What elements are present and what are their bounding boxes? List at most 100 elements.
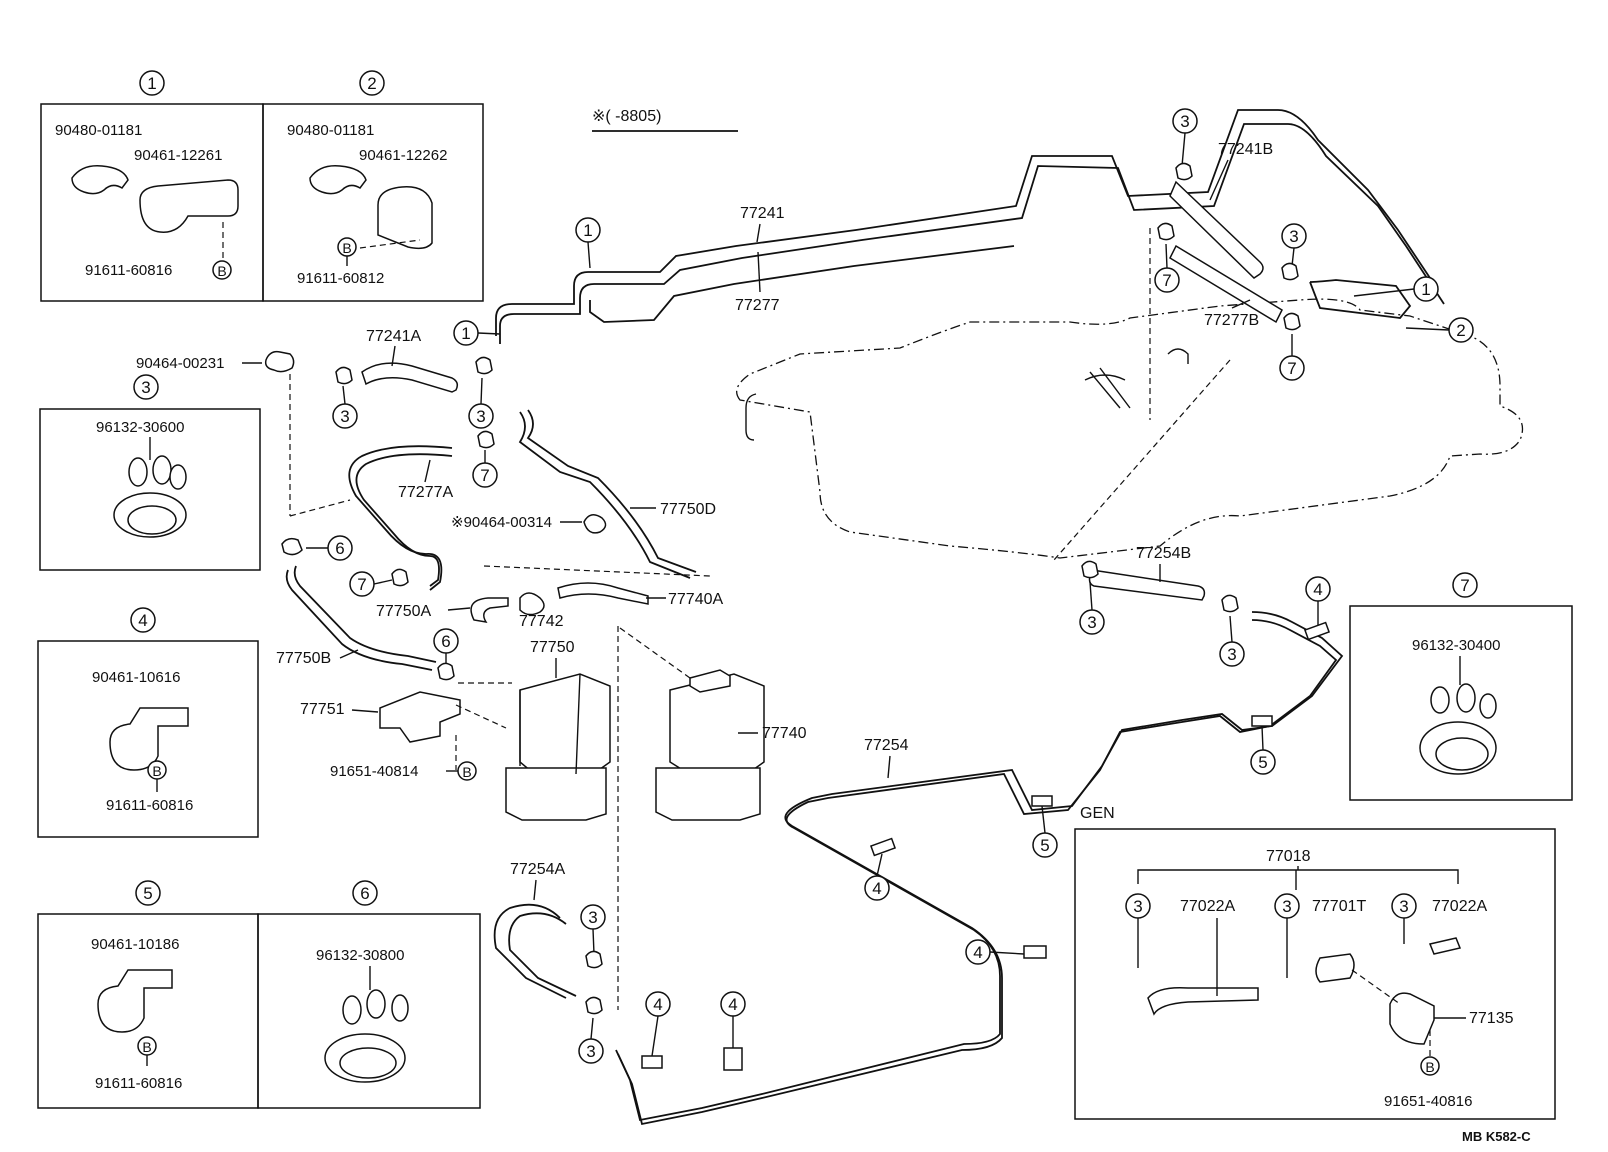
valve-77742 <box>519 592 545 616</box>
callout-2-a-text: 2 <box>1456 321 1465 340</box>
canister-77740-cap <box>689 669 731 693</box>
hose-77254a-edge <box>508 912 577 997</box>
inset-2-part-b: 90461-12262 <box>359 147 447 164</box>
inset-7-part-a: 96132-30400 <box>1412 637 1500 654</box>
inset-4-clamp <box>109 707 189 771</box>
clamp-3-c <box>335 366 353 385</box>
callout-3-f-text: 3 <box>1227 645 1236 664</box>
inset-2-bolt: B <box>342 240 351 256</box>
inset-1-number: 1 <box>147 74 156 93</box>
callout-1-b-leader <box>477 332 501 335</box>
gen-hose-77022a <box>1147 986 1259 1016</box>
inset-5-bolt: B <box>142 1039 151 1055</box>
inset-2-guide <box>359 239 421 249</box>
leader-77241b <box>1209 159 1229 201</box>
gen-hose-b: 77022A <box>1432 898 1487 915</box>
callout-3-h-leader <box>590 1017 594 1040</box>
hose-77254a <box>493 903 567 999</box>
hose-77750b <box>285 569 433 671</box>
inset-6-tab-a <box>342 995 362 1025</box>
inset-2-clip <box>309 165 367 195</box>
inset-3-frame <box>39 408 261 571</box>
inset-1: 1 90480-01181 90461-12261 91611-60816 B <box>40 70 264 302</box>
callout-3-h-text: 3 <box>586 1042 595 1061</box>
callout-3-b-text: 3 <box>1289 227 1298 246</box>
gen-bracket-label: 77135 <box>1469 1010 1514 1027</box>
label-77740: 77740 <box>762 725 807 742</box>
clamp-6-a <box>281 537 303 556</box>
inset-5-part-a: 90461-10186 <box>91 936 179 953</box>
gen-filter: 77701T <box>1312 898 1366 915</box>
canister-77750-edges <box>519 673 581 775</box>
clip-90464-00314 <box>583 514 607 534</box>
callout-5-b-leader <box>1041 805 1046 834</box>
inset-2-part-c: 91611-60812 <box>297 270 384 287</box>
date-note-label: ※( -8805) <box>592 108 661 125</box>
clip-4-c <box>1023 945 1047 959</box>
label-90464-00314: ※90464-00314 <box>451 514 552 531</box>
clamp-7-c <box>477 430 495 449</box>
callout-4-b-leader <box>876 853 883 877</box>
callout-4-a-text: 4 <box>1313 580 1322 599</box>
fuel-line-77254 <box>493 569 1344 1126</box>
inset-7-tab-b <box>1456 683 1476 713</box>
callout-3-c-text: 3 <box>340 407 349 426</box>
clamp-3-b <box>1281 262 1299 281</box>
inset-1-part-c: 91611-60816 <box>85 262 172 279</box>
inset-7-number-circle <box>1452 572 1478 598</box>
gen-assembly: 77018 <box>1266 848 1311 865</box>
inset-3-part-a: 96132-30600 <box>96 419 184 436</box>
clip-5-a <box>1251 715 1273 727</box>
hose-77254b <box>1088 569 1206 601</box>
inset-1-number-circle <box>139 70 165 96</box>
label-77751: 77751 <box>300 701 345 718</box>
callout-4-e-text: 4 <box>728 995 737 1014</box>
callout-3-a-text: 3 <box>1180 112 1189 131</box>
inset-1-clip <box>71 165 129 195</box>
hose-77750d-edge <box>526 409 697 573</box>
hose-77277a-edge <box>355 453 453 587</box>
canister-77740-base <box>655 767 761 821</box>
inset-5-number: 5 <box>143 884 152 903</box>
inset-2: 2 90480-01181 90461-12262 B 91611-60812 <box>262 70 484 302</box>
fuel-tank-outline <box>736 298 1524 559</box>
inset-6-tab-c <box>391 994 409 1022</box>
inset-5-part-c: 91611-60816 <box>95 1075 182 1092</box>
label-77750b: 77750B <box>276 650 331 667</box>
callout-3-a-leader <box>1181 132 1186 167</box>
inset-2-frame <box>262 103 484 302</box>
callout-4-d-leader <box>651 1015 659 1057</box>
inset-7-number: 7 <box>1460 576 1469 595</box>
callout-3-f-leader <box>1229 615 1233 643</box>
callout-5-a-text: 5 <box>1258 753 1267 772</box>
label-77750a: 77750A <box>376 603 431 620</box>
hose-cluster <box>285 362 697 671</box>
tank-to-77254b-guide <box>1053 359 1231 561</box>
callout-6-b-text: 6 <box>441 632 450 651</box>
bracket-77751 <box>379 691 461 743</box>
callout-5-a-leader <box>1261 725 1264 751</box>
clamp-3-f <box>1221 594 1239 613</box>
callout-1-c-text: 1 <box>1421 280 1430 299</box>
canister-77750-base <box>505 767 607 821</box>
date-note: ※( -8805) <box>592 108 738 132</box>
callout-3-c-leader <box>342 385 346 405</box>
leader-77750a <box>447 607 471 611</box>
callout-3-e-leader <box>1089 581 1093 611</box>
leader-77241 <box>756 223 761 243</box>
clip-90464-00231-guide-2 <box>289 499 351 517</box>
inset-7-clamp-inner <box>1435 737 1489 771</box>
gen-hose-a: 77022A <box>1180 898 1235 915</box>
label-90464-00231: 90464-00231 <box>136 355 224 372</box>
canister-77740-body <box>669 673 765 773</box>
canister-77750-body <box>519 673 611 773</box>
main-fuel-lines <box>495 109 1445 344</box>
leader-77750b <box>339 649 359 659</box>
gen-bracket-77135 <box>1389 992 1435 1045</box>
inset-7-tab-c <box>1479 693 1497 719</box>
fuel-tank-port <box>1167 348 1189 364</box>
inset-3-tab-c <box>169 464 187 490</box>
leader-77751 <box>351 709 379 713</box>
leader-77277a <box>424 459 431 483</box>
gen-clamp-callout-2-text: 3 <box>1282 897 1291 916</box>
